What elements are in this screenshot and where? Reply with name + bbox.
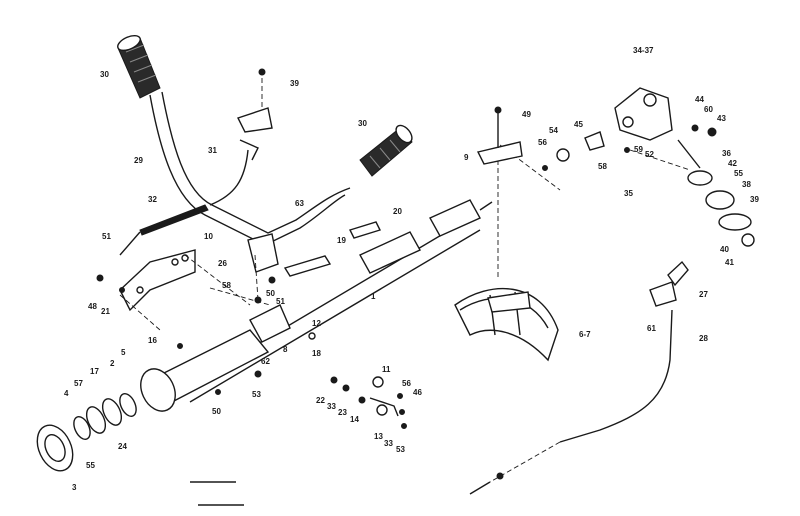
label-16: 16: [148, 336, 157, 345]
label-20: 20: [393, 207, 402, 216]
label-39: 39: [290, 79, 299, 88]
right-grip: [359, 124, 413, 177]
label-30-right: 30: [358, 119, 367, 128]
label-8: 8: [283, 345, 288, 354]
label-45: 45: [574, 120, 583, 129]
drive-shaft: [179, 199, 493, 403]
label-50-b: 50: [212, 407, 221, 416]
label-50: 50: [266, 289, 275, 298]
label-41: 41: [725, 258, 734, 267]
part-labels: 30 39 31 29 30 32 63 20 19 51 10 26 58 5…: [64, 46, 759, 492]
label-19: 19: [337, 236, 346, 245]
label-39-b: 39: [750, 195, 759, 204]
label-5: 5: [121, 348, 126, 357]
label-33-b: 33: [384, 439, 393, 448]
gear-head: [614, 87, 755, 247]
label-11: 11: [382, 365, 391, 374]
label-6-7: 6-7: [579, 330, 591, 339]
label-30: 30: [100, 70, 109, 79]
label-53: 53: [252, 390, 261, 399]
label-51: 51: [102, 232, 111, 241]
label-63: 63: [295, 199, 304, 208]
label-10: 10: [204, 232, 213, 241]
clamp-bracket: [247, 233, 279, 273]
label-48: 48: [88, 302, 97, 311]
drum-cover: [36, 424, 74, 472]
throttle-trigger: [237, 107, 273, 161]
label-51-b: 51: [276, 297, 285, 306]
label-58: 58: [222, 281, 231, 290]
label-26: 26: [218, 259, 227, 268]
label-44: 44: [695, 95, 704, 104]
label-35: 35: [624, 189, 633, 198]
throttle-cable: [119, 149, 249, 256]
left-grip: [117, 34, 161, 99]
label-18: 18: [312, 349, 321, 358]
label-22: 22: [316, 396, 325, 405]
trimmer-guard: [454, 287, 559, 362]
label-55-b: 55: [734, 169, 743, 178]
label-13: 13: [374, 432, 383, 441]
small-pad: [283, 221, 381, 277]
label-33: 33: [327, 402, 336, 411]
label-32: 32: [148, 195, 157, 204]
label-21: 21: [101, 307, 110, 316]
label-54: 54: [549, 126, 558, 135]
label-60: 60: [704, 105, 713, 114]
label-31: 31: [208, 146, 217, 155]
label-56: 56: [402, 379, 411, 388]
label-52: 52: [645, 150, 654, 159]
label-43: 43: [717, 114, 726, 123]
label-42: 42: [728, 159, 737, 168]
label-23: 23: [338, 408, 347, 417]
label-61: 61: [647, 324, 656, 333]
label-62: 62: [261, 357, 270, 366]
label-53-b: 53: [396, 445, 405, 454]
small-hardware: [96, 68, 630, 429]
label-3: 3: [72, 483, 77, 492]
label-56-b: 56: [538, 138, 547, 147]
leader-lines: [119, 78, 691, 331]
label-24: 24: [118, 442, 127, 451]
label-36: 36: [722, 149, 731, 158]
label-14: 14: [350, 415, 359, 424]
label-27: 27: [699, 290, 708, 299]
label-28: 28: [699, 334, 708, 343]
label-59: 59: [634, 145, 643, 154]
label-58-b: 58: [598, 162, 607, 171]
label-49: 49: [522, 110, 531, 119]
clutch-stack: [73, 393, 137, 440]
bracket-8: [476, 106, 523, 165]
label-1: 1: [371, 292, 376, 301]
label-4: 4: [64, 389, 69, 398]
label-40: 40: [720, 245, 729, 254]
label-34-37: 34-37: [633, 46, 654, 55]
label-46: 46: [413, 388, 422, 397]
label-9: 9: [464, 153, 469, 162]
label-2: 2: [110, 359, 115, 368]
label-57: 57: [74, 379, 83, 388]
label-12: 12: [312, 319, 321, 328]
label-55: 55: [86, 461, 95, 470]
mount-plate: [119, 249, 196, 312]
label-29: 29: [134, 156, 143, 165]
label-17: 17: [90, 367, 99, 376]
engine-housing-tube: [140, 304, 291, 412]
label-38: 38: [742, 180, 751, 189]
control-cable: [469, 260, 689, 495]
